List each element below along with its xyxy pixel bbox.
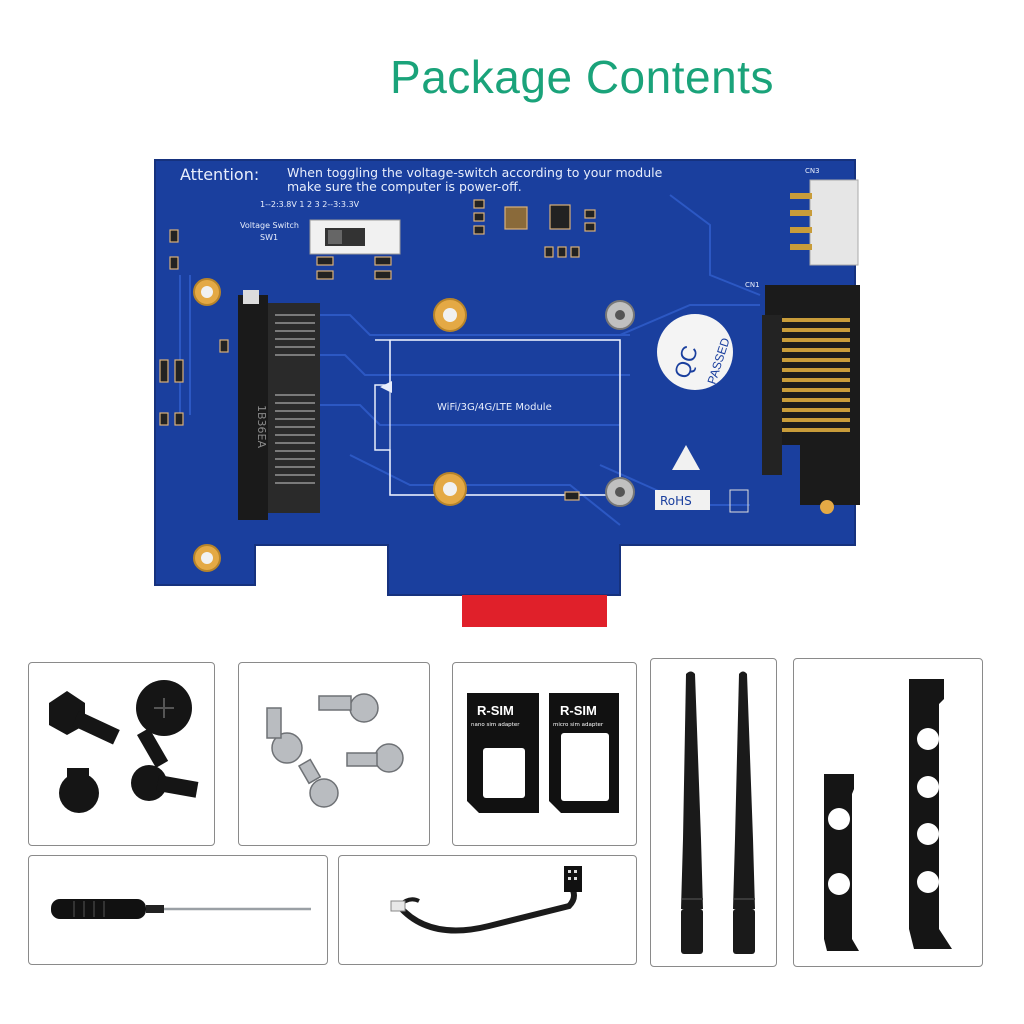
rohs-mark: RoHS	[660, 494, 692, 508]
switch-label: Voltage Switch	[240, 221, 299, 230]
black-screws-image	[49, 680, 199, 813]
silver-screws-panel	[238, 662, 430, 846]
screwdriver-panel	[28, 855, 328, 965]
cn1-ref: CN1	[745, 281, 760, 289]
nano-sim-caption: nano sim adapter	[471, 722, 520, 728]
attention-line-2: make sure the computer is power-off.	[287, 179, 522, 194]
page-title: Package Contents	[390, 51, 774, 103]
silver-screws-image	[266, 693, 404, 808]
antennas-panel	[650, 658, 777, 967]
micro-sim-brand: R-SIM	[560, 703, 597, 718]
attention-line-1: When toggling the voltage-switch accordi…	[287, 165, 663, 180]
attention-label: Attention:	[180, 165, 259, 184]
micro-sim-caption: micro sim adapter	[553, 722, 604, 728]
brackets-panel	[793, 658, 983, 967]
nano-sim-brand: R-SIM	[477, 703, 514, 718]
sim-adapters-panel: R-SIM nano sim adapter R-SIM micro sim a…	[452, 662, 637, 846]
antennas-image	[681, 671, 755, 954]
slot-label: 1B36EA	[255, 405, 268, 448]
board-illustration: 1B36EA	[154, 159, 862, 627]
cn3-ref: CN3	[805, 167, 820, 175]
black-screws-panel	[28, 662, 215, 846]
brackets-image	[824, 679, 952, 951]
sim-adapters-image: R-SIM nano sim adapter R-SIM micro sim a…	[467, 693, 619, 813]
led-cable-panel	[338, 855, 637, 965]
pcie-adapter-board: 1B36EA	[150, 155, 862, 630]
switch-note: 1--2:3.8V 1 2 3 2--3:3.3V	[260, 200, 360, 209]
screwdriver-image	[51, 899, 311, 919]
switch-ref: SW1	[260, 233, 278, 242]
led-cable-image	[390, 866, 582, 934]
module-label: WiFi/3G/4G/LTE Module	[437, 402, 552, 413]
